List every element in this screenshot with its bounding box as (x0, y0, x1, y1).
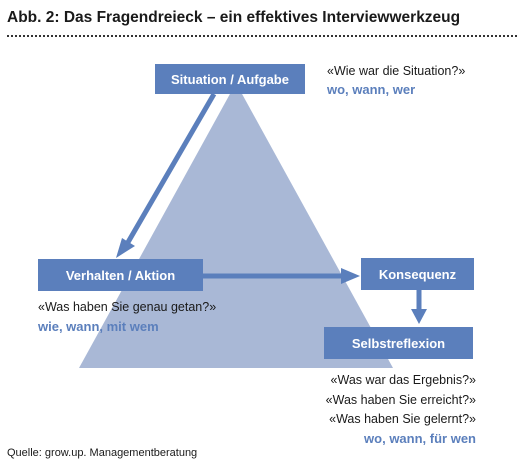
situation-question: «Wie war die Situation?» (327, 64, 466, 78)
selbstreflexion-question-3: «Was haben Sie gelernt?» (329, 412, 476, 426)
figure-source: Quelle: grow.up. Managementberatung (7, 447, 198, 459)
verhalten-keywords: wie, wann, mit wem (38, 319, 159, 334)
situation-box: Situation / Aufgabe (155, 64, 305, 94)
selbstreflexion-box: Selbstreflexion (324, 327, 473, 359)
question-triangle (79, 83, 393, 368)
verhalten-label: Verhalten / Aktion (65, 267, 176, 283)
verhalten-box: Verhalten / Aktion (38, 259, 203, 291)
verhalten-question: «Was haben Sie genau getan?» (38, 300, 217, 314)
selbstreflexion-question-1: «Was war das Ergebnis?» (330, 373, 476, 387)
arrowhead-konsequenz-to-selbstreflexion (411, 309, 427, 324)
figure-title: Abb. 2: Das Fragendreieck – ein effektiv… (7, 9, 461, 26)
situation-keywords: wo, wann, wer (327, 82, 416, 97)
selbstreflexion-label: Selbstreflexion (351, 335, 446, 351)
arrowhead-verhalten-to-konsequenz (341, 268, 360, 284)
selbstreflexion-keywords: wo, wann, für wen (364, 431, 476, 446)
situation-label: Situation / Aufgabe (171, 71, 289, 87)
konsequenz-label: Konsequenz (378, 266, 457, 282)
selbstreflexion-question-2: «Was haben Sie erreicht?» (325, 393, 476, 407)
konsequenz-box: Konsequenz (361, 258, 474, 290)
arrow-situation-to-verhalten (124, 92, 217, 246)
title-divider (7, 35, 517, 37)
arrowhead-situation-to-verhalten (116, 238, 135, 258)
